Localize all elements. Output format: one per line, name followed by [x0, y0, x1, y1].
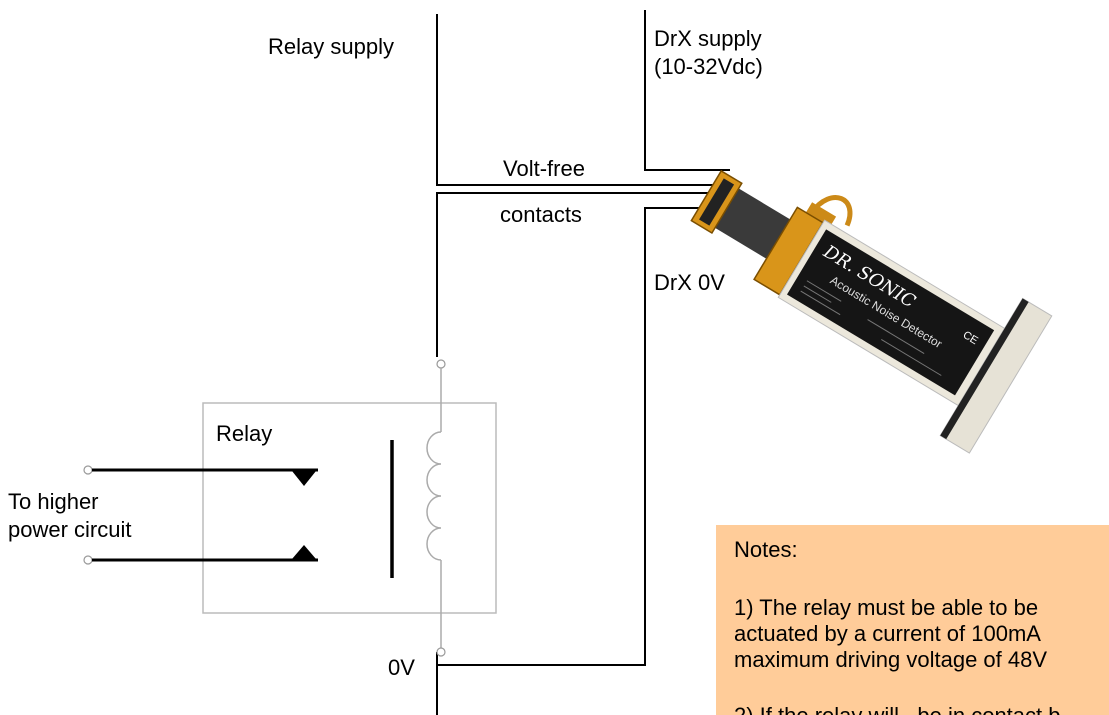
relay-box — [202, 402, 497, 614]
drx-0v-label: DrX 0V — [654, 270, 725, 295]
drx-supply-wire — [644, 10, 730, 171]
notes-heading: Notes: — [734, 537, 798, 562]
zero-v-label: 0V — [388, 655, 415, 680]
relay-supply-wire — [436, 14, 728, 186]
to-higher-label: To higher — [8, 489, 99, 514]
drx-supply-label: DrX supply — [654, 26, 762, 51]
volt-free-return-wire — [436, 192, 730, 357]
drx-0v-wire — [437, 207, 718, 666]
note-1-line-1: 1) The relay must be able to be — [734, 595, 1039, 620]
volt-free-label: Volt-free — [503, 156, 585, 181]
notes-panel: Notes: 1) The relay must be able to be a… — [716, 525, 1109, 715]
drx-supply-range-label: (10-32Vdc) — [654, 54, 763, 79]
contacts-label: contacts — [500, 202, 582, 227]
note-2-partial: 2) If the relay will...be in contact b..… — [734, 703, 1079, 715]
note-1-line-2: actuated by a current of 100mA — [734, 621, 1041, 646]
relay-coil — [426, 359, 446, 657]
power-circuit-label: power circuit — [8, 517, 132, 542]
relay-switch-contacts — [83, 465, 318, 565]
note-1-line-3: maximum driving voltage of 48V — [734, 647, 1048, 672]
relay-label: Relay — [216, 421, 273, 446]
dr-sonic-device: DR. SONIC Acoustic Noise Detector CE — [690, 169, 1053, 454]
relay-supply-label: Relay supply — [268, 34, 394, 59]
device-fine-print — [800, 280, 942, 376]
